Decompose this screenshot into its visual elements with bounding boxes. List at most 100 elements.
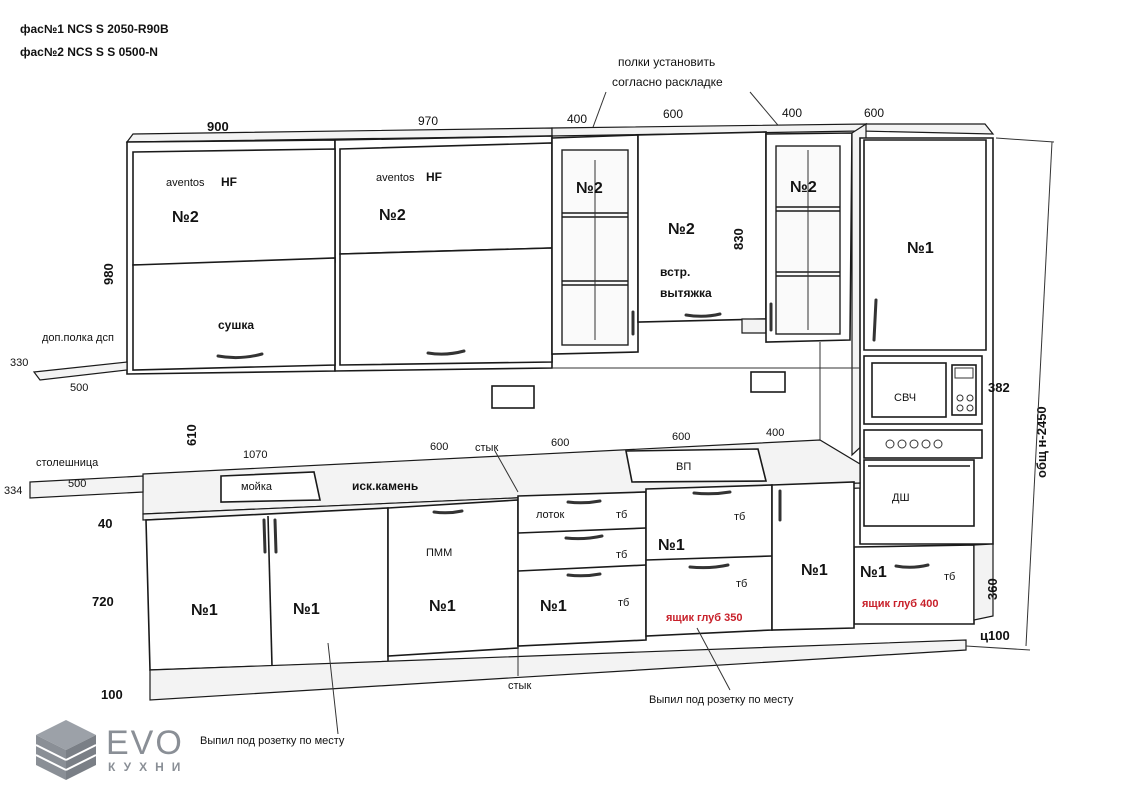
dim-c100: ц100 [980, 628, 1010, 643]
tb-2: тб [616, 549, 627, 561]
oven-control-panel [863, 429, 983, 459]
plinth [149, 639, 967, 701]
drawer-line-1 [517, 527, 647, 534]
dim-600-b: 600 [864, 106, 884, 120]
dishwasher-oven-label: ДШ [892, 492, 910, 504]
hf-label-1: HF [221, 175, 237, 189]
socket-note-left: Выпил под розетку по месту [200, 735, 345, 747]
total-height-top [995, 137, 1055, 143]
handle-sink-1 [262, 518, 267, 554]
facade-n1-f: №1 [801, 562, 828, 579]
dim-1070: 1070 [243, 449, 267, 461]
drawer-depth-350: ящик глуб 350 [666, 612, 743, 624]
logo-stripe-3 [65, 744, 97, 761]
dim-830: 830 [731, 228, 746, 250]
wall-top-plate-right [858, 123, 995, 135]
facade-n1-e: №1 [658, 537, 685, 554]
aventos-door-1 [132, 148, 336, 266]
dryer-label: сушка [218, 318, 254, 332]
leader-shelves-right [749, 91, 783, 131]
leader-socket-right [696, 627, 731, 691]
oven-knob-4 [921, 439, 931, 449]
facade-n1-b: №1 [293, 601, 320, 618]
tall-cabinet [853, 137, 994, 625]
dim-400-a: 400 [567, 112, 587, 126]
drawer-depth-400: ящик глуб 400 [862, 598, 939, 610]
sink-cabinet [145, 507, 389, 671]
dryer-door-2 [339, 247, 553, 366]
dim-40: 40 [98, 516, 112, 531]
oven-door [863, 459, 975, 527]
tall-bottom-drawer [853, 544, 975, 625]
dryer-door-1 [132, 257, 336, 371]
handle-tall [872, 298, 878, 342]
facade-n2-c: №2 [576, 180, 603, 197]
facade-n1-c: №1 [429, 598, 456, 615]
facade-2-spec: фас№2 NCS S S 0500-N [20, 45, 158, 59]
tall-side [973, 543, 994, 621]
microwave-knob-1 [956, 394, 964, 402]
microwave-knob-4 [966, 404, 974, 412]
logo-brand: EVO [106, 724, 184, 762]
dim-720: 720 [92, 594, 114, 609]
dim-counter-600-a: 600 [430, 441, 448, 453]
countertop-joint [494, 450, 519, 493]
dim-400-b: 400 [782, 106, 802, 120]
dim-600-a: 600 [663, 107, 683, 121]
dim-counter-600-c: 600 [672, 431, 690, 443]
extra-shelf-label: доп.полка дсп [42, 332, 114, 344]
total-height-line [1025, 141, 1053, 647]
handle-drawer-2 [564, 534, 604, 541]
handle-drawer-4 [692, 490, 732, 496]
hob [625, 448, 768, 483]
drawer-cabinet-1 [517, 491, 647, 647]
socket-1 [491, 385, 535, 409]
facade-n1-d: №1 [540, 598, 567, 615]
microwave-display [954, 367, 974, 379]
handle-dishwasher [432, 509, 464, 515]
handle-drawer-1 [566, 499, 602, 505]
facade-n2-b: №2 [379, 207, 406, 224]
facade-n1-tall: №1 [907, 240, 934, 257]
handle-drawer-3 [566, 572, 602, 578]
tb-4: тб [734, 511, 745, 523]
tb-6: тб [944, 571, 955, 583]
aventos-label-2: aventos [376, 172, 415, 184]
oven-knob-2 [897, 439, 907, 449]
logo-stripe-1 [35, 744, 67, 761]
base-cabinets [145, 481, 967, 701]
sink-door-split [267, 515, 273, 667]
hood-label-1: встр. [660, 265, 690, 279]
tb-1: тб [616, 509, 627, 521]
dim-970: 970 [418, 114, 438, 128]
hood-label-2: вытяжка [660, 286, 712, 300]
handle-hood [684, 312, 722, 318]
tray-label: лоток [536, 509, 564, 521]
handle-dryer-2 [426, 349, 466, 356]
note-shelves-line1: полки установить [618, 55, 715, 69]
aventos-door-2 [339, 142, 553, 255]
dim-334: 334 [4, 485, 22, 497]
handle-drawer-5 [688, 563, 730, 570]
extra-worktop [29, 475, 144, 499]
joint-label-top: стык [475, 442, 498, 454]
microwave-panel [951, 364, 977, 416]
stone-label: иск.камень [352, 479, 418, 493]
dim-382: 382 [988, 380, 1010, 395]
dim-900: 900 [207, 119, 229, 134]
worktop-label: столешница [36, 457, 99, 469]
microwave-knob-2 [966, 394, 974, 402]
dim-counter-400: 400 [766, 427, 784, 439]
logo-stripe-2 [35, 754, 67, 771]
microwave-knob-3 [956, 404, 964, 412]
oven-knob-3 [909, 439, 919, 449]
tb-3: тб [618, 597, 629, 609]
extra-shelf [32, 361, 128, 381]
wall-cabinets [125, 122, 995, 457]
hob-label: ВП [676, 461, 691, 473]
facade-n1-a: №1 [191, 602, 218, 619]
dim-360: 360 [985, 578, 1000, 600]
drawer-line-3 [645, 555, 773, 561]
leader-socket-left [327, 642, 339, 735]
